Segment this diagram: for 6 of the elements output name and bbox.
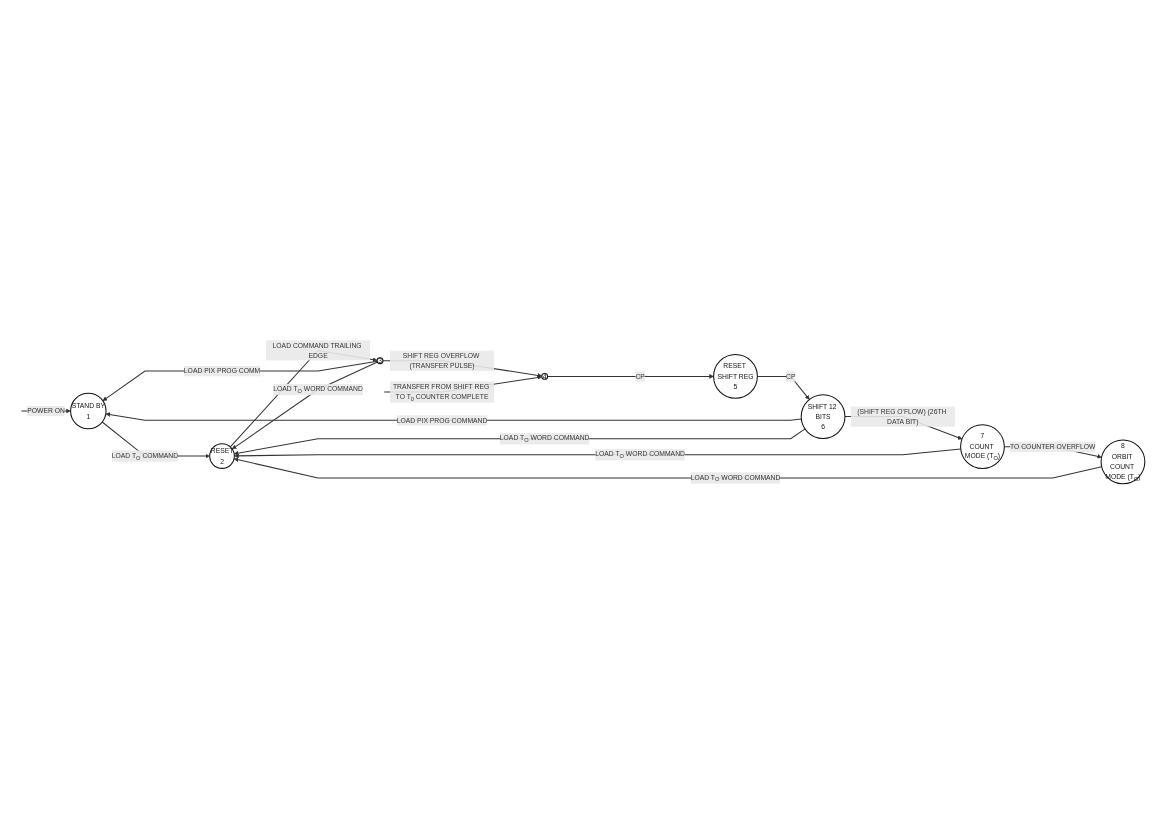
arrow [756, 375, 810, 400]
arrow [102, 360, 378, 401]
arrow [546, 374, 714, 379]
arrow [231, 361, 378, 450]
arrow [233, 428, 806, 456]
arrow [233, 457, 1102, 479]
